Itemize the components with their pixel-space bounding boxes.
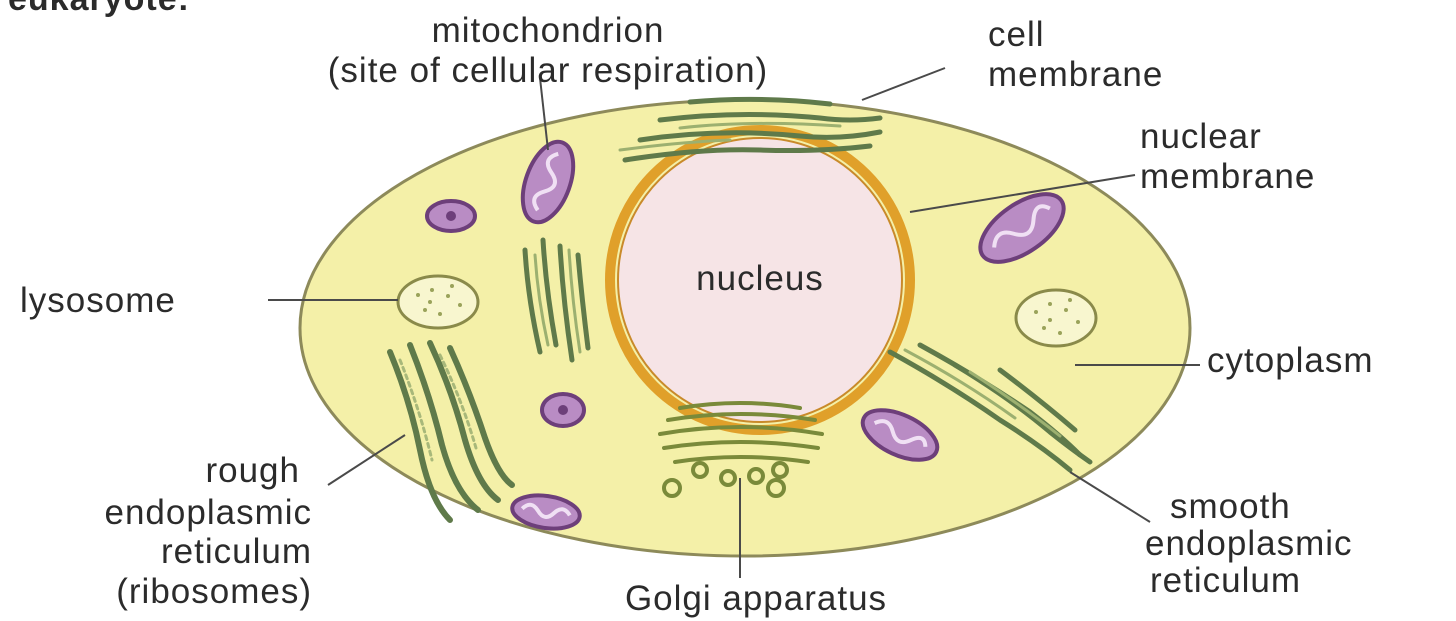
small-organelle-left (427, 201, 475, 231)
label-smooth-er-3: reticulum (1150, 561, 1301, 600)
leader-cell-membrane (862, 68, 945, 100)
label-smooth-er-2: endoplasmic (1145, 524, 1353, 563)
label-mitochondrion-1: mitochondrion (432, 11, 665, 50)
label-golgi: Golgi apparatus (625, 579, 887, 618)
label-rough-er-2: endoplasmic (105, 493, 313, 532)
label-nucleus: nucleus (696, 259, 824, 298)
label-nuclear-membrane-2: membrane (1140, 157, 1315, 196)
label-mitochondrion-2: (site of cellular respiration) (328, 51, 768, 90)
lysosome-left (398, 276, 478, 328)
label-nuclear-membrane-1: nuclear (1140, 117, 1262, 156)
label-lysosome: lysosome (20, 281, 176, 320)
label-rough-er-1: rough (205, 451, 300, 490)
label-rough-er-4: (ribosomes) (116, 572, 312, 611)
small-organelle-lower-left (542, 394, 584, 426)
label-rough-er-3: reticulum (161, 532, 312, 571)
lysosome-right (1016, 290, 1096, 346)
label-cell-membrane-1: cell (988, 15, 1045, 54)
leader-smooth-er (1070, 472, 1150, 522)
label-cytoplasm: cytoplasm (1207, 341, 1374, 380)
label-cell-membrane-2: membrane (988, 55, 1163, 94)
label-smooth-er-1: smooth (1170, 487, 1291, 526)
header-fragment: eukaryote: (8, 0, 190, 18)
